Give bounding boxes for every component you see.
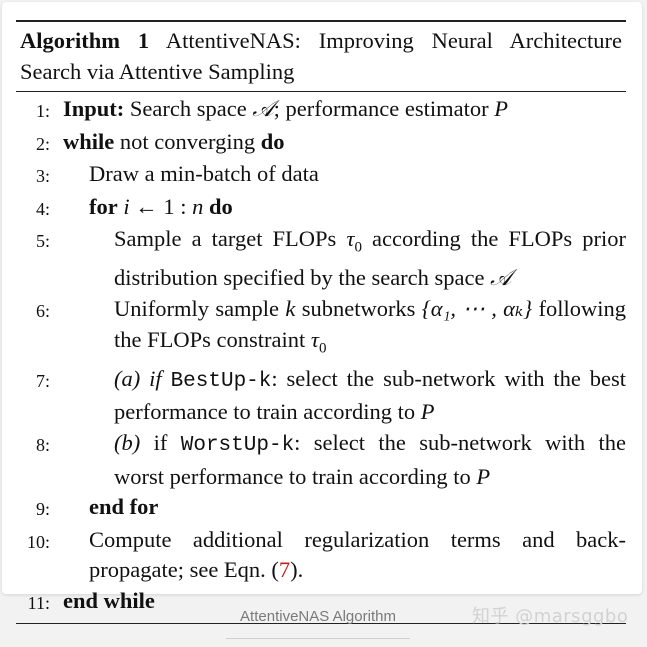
- keyword-end-while: end while: [63, 587, 155, 613]
- algorithm-box: Algorithm 1 AttentiveNAS: Improving Neur…: [16, 20, 626, 624]
- line-number: 10:: [26, 531, 50, 552]
- loop-variable: i: [123, 193, 130, 219]
- line-text: following the FLOPs constraint: [114, 296, 626, 352]
- keyword-while: while: [63, 128, 115, 154]
- subnetwork-set: {α₁, ⋯ , αₖ}: [421, 296, 533, 322]
- line-number: 2:: [35, 133, 50, 154]
- keyword-input: Input:: [63, 96, 125, 121]
- line-number: 7:: [35, 370, 50, 391]
- caption-underline: [226, 638, 410, 639]
- line-body: while not converging do: [63, 127, 626, 158]
- line-number: 9:: [35, 499, 50, 520]
- line-3: 3: Draw a min-batch of data: [16, 159, 626, 192]
- search-space-symbol: 𝒜: [490, 265, 512, 292]
- condition-prefix: (b): [114, 429, 141, 455]
- line-text: : select the sub-network with the best p…: [114, 365, 626, 425]
- condition-prefix: (a) if: [114, 365, 171, 391]
- line-body: Draw a min-batch of data: [89, 161, 319, 187]
- subscript: 0: [354, 239, 362, 256]
- line-body: for i ← 1 : n do: [89, 192, 626, 223]
- line-8: 8: (b) if WorstUp-k: select the sub-netw…: [16, 428, 626, 492]
- algorithm-title: AttentiveNAS: Improving Neural Architect…: [20, 28, 622, 84]
- algorithm-card: Algorithm 1 AttentiveNAS: Improving Neur…: [2, 2, 642, 624]
- middle-rule: [16, 91, 626, 92]
- subscript: 0: [318, 340, 327, 357]
- flops-target-symbol: τ: [310, 326, 319, 352]
- line-text: Compute additional regularization terms …: [89, 526, 626, 583]
- mode-bestup: BestUp-k: [170, 369, 272, 393]
- line-5: 5: Sample a target FLOPs τ0 according th…: [16, 224, 626, 294]
- assign-arrow: ←: [129, 193, 164, 219]
- keyword-do: do: [209, 193, 233, 219]
- keyword-for: for: [89, 193, 118, 219]
- line-body: (a) if BestUp-k: select the sub-network …: [114, 364, 626, 428]
- line-text: ; performance estimator: [273, 96, 495, 121]
- line-number: 6:: [35, 301, 50, 322]
- line-body: Sample a target FLOPs τ0 according the F…: [114, 224, 626, 294]
- range-start: 1: [163, 193, 175, 219]
- line-text: according the FLOPs prior distribution s…: [114, 226, 626, 291]
- line-text: Search space: [124, 96, 253, 121]
- algorithm-caption: Algorithm 1 AttentiveNAS: Improving Neur…: [16, 22, 626, 87]
- watermark: 知乎 @marsggbo: [472, 606, 629, 627]
- line-body: Input: Search space 𝒜; performance estim…: [63, 94, 626, 125]
- equation-reference-link[interactable]: 7: [278, 557, 291, 583]
- line-10: 10: Compute additional regularization te…: [16, 525, 626, 586]
- condition-if: if: [140, 429, 181, 455]
- line-number: 5:: [35, 231, 50, 252]
- search-space-symbol: 𝒜: [252, 96, 274, 122]
- line-body: Uniformly sample k subnetworks {α₁, ⋯ , …: [114, 294, 626, 364]
- bottom-rule: [16, 622, 626, 624]
- line-2: 2: while not converging do: [16, 127, 626, 160]
- line-7: 7: (a) if BestUp-k: select the sub-netwo…: [16, 364, 626, 428]
- line-number: 4:: [35, 198, 50, 219]
- line-number: 3:: [35, 166, 50, 187]
- algorithm-label: Algorithm 1: [20, 28, 150, 53]
- range-end: n: [192, 193, 204, 219]
- line-6: 6: Uniformly sample k subnetworks {α₁, ⋯…: [16, 294, 626, 364]
- keyword-do: do: [260, 128, 285, 154]
- line-9: 9: end for: [16, 492, 626, 525]
- line-body: (b) if WorstUp-k: select the sub-network…: [114, 428, 626, 492]
- line-text: subnetworks: [295, 296, 422, 322]
- mode-worstup: WorstUp-k: [180, 433, 295, 457]
- line-number: 11:: [27, 592, 50, 613]
- estimator-symbol: P: [420, 399, 435, 425]
- line-text: Uniformly sample: [114, 296, 286, 322]
- line-body: Compute additional regularization terms …: [89, 525, 626, 586]
- range-colon: :: [174, 193, 193, 219]
- estimator-symbol: P: [494, 96, 508, 121]
- algorithm-lines: 1: Input: Search space 𝒜; performance es…: [16, 94, 626, 619]
- sample-count-variable: k: [285, 296, 296, 322]
- estimator-symbol: P: [476, 463, 491, 489]
- line-text: not converging: [114, 128, 261, 154]
- line-text: : select the sub-network with the worst …: [114, 429, 626, 489]
- line-1: 1: Input: Search space 𝒜; performance es…: [16, 94, 626, 127]
- top-rule: [16, 20, 626, 22]
- line-number: 1:: [35, 101, 50, 121]
- flops-target-symbol: τ: [346, 226, 355, 252]
- figure-caption: AttentiveNAS Algorithm: [240, 608, 396, 625]
- line-number: 8:: [35, 434, 50, 455]
- line-text: ).: [290, 557, 304, 583]
- line-text: Sample a target FLOPs: [114, 226, 347, 252]
- line-11: 11: end while: [16, 586, 626, 619]
- line-4: 4: for i ← 1 : n do: [16, 192, 626, 225]
- keyword-end-for: end for: [89, 494, 159, 520]
